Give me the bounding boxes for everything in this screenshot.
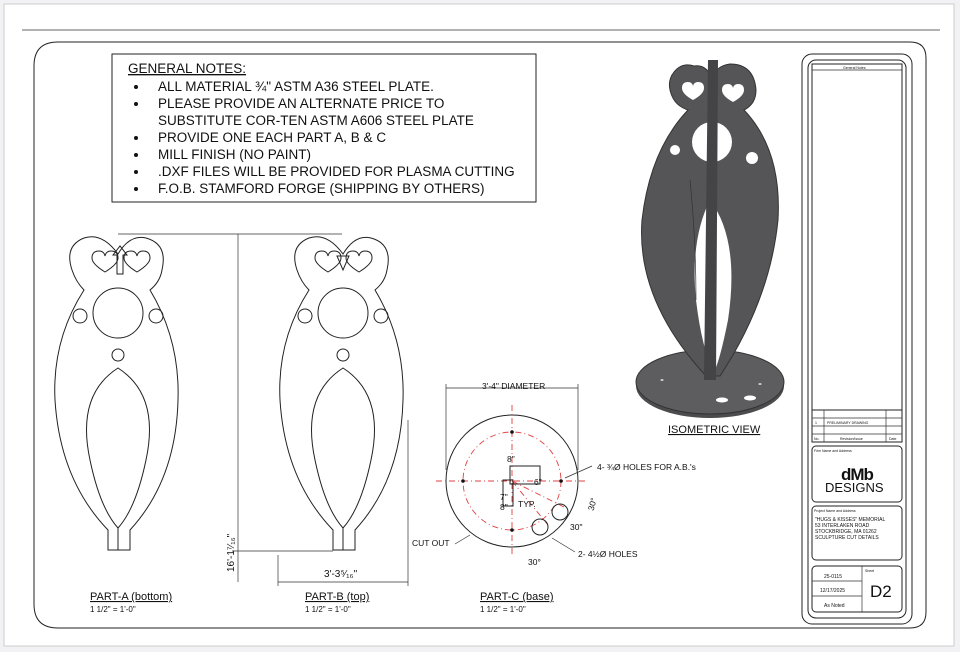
note-item: MILL FINISH (NO PAINT) (158, 147, 311, 162)
part-c-label: PART-C (base) (480, 591, 554, 603)
drawing-date: 12/17/2025 (820, 588, 845, 594)
cut-out-note: CUT OUT (412, 538, 450, 548)
rev-col: Revision/Issue (840, 437, 863, 441)
part-a-scale: 1 1/2" = 1'-0" (90, 605, 136, 614)
slot-cutout (509, 465, 541, 485)
holes-large-note: 2- 4½Ø HOLES (578, 549, 638, 559)
note-item: SUBSTITUTE COR-TEN ASTM A606 STEEL PLATE (158, 113, 474, 128)
isometric-label: ISOMETRIC VIEW (668, 424, 761, 436)
part-c-scale: 1 1/2" = 1'-0" (480, 605, 526, 614)
note-item: ALL MATERIAL ¾" ASTM A36 STEEL PLATE. (158, 79, 434, 94)
large-hole (531, 518, 549, 536)
part-b-height-dim: 16'-1⁷⁄₁₆" (226, 533, 237, 572)
dim-label: 30" (570, 522, 582, 532)
part-b-width-dim: 3'-3⁵⁄₁₆" (324, 569, 358, 580)
dim-label: 30° (528, 557, 541, 567)
part-b-label: PART-B (top) (305, 591, 369, 603)
dim-label: TYP. (518, 499, 536, 509)
notes-title: GENERAL NOTES: (128, 61, 246, 76)
dim-label: 30° (586, 497, 599, 512)
part-c-diameter: 3'-4" DIAMETER (482, 381, 545, 391)
large-hole (551, 503, 569, 521)
rev-row: 1 (815, 421, 817, 425)
firm-caption: Firm Name and Address (814, 449, 852, 453)
project-line: STOCKBRIDGE, MA 01262 (815, 529, 877, 535)
note-item: PLEASE PROVIDE AN ALTERNATE PRICE TO (158, 96, 444, 111)
logo-bottom: DESIGNS (825, 480, 884, 495)
part-a-outline (54, 236, 179, 551)
project-line: "HUGS & KISSES" MEMORIAL (815, 517, 885, 523)
general-notes: GENERAL NOTES: ALL MATERIAL ¾" ASTM A36 … (111, 53, 537, 203)
drawing-scale: As Noted (824, 603, 845, 609)
dim-label: 8" (507, 454, 515, 464)
rev-row: PRELIMINARY DRAWING (827, 421, 869, 425)
dim-label: 8" (500, 502, 508, 512)
paper (3, 3, 955, 647)
note-item: PROVIDE ONE EACH PART A, B & C (158, 130, 386, 145)
rev-col: No. (814, 437, 819, 441)
note-item: .DXF FILES WILL BE PROVIDED FOR PLASMA C… (158, 164, 515, 179)
sheet-caption: Sheet (865, 569, 874, 573)
tb-header: General Notes (843, 66, 866, 70)
note-item: F.O.B. STAMFORD FORGE (SHIPPING BY OTHER… (158, 181, 485, 196)
part-b-scale: 1 1/2" = 1'-0" (305, 605, 351, 614)
isometric-view: ISOMETRIC VIEW (635, 60, 785, 436)
project-line: 53 INTERLAKEN ROAD (815, 523, 870, 529)
part-b-dimensions: 3'-3⁵⁄₁₆" 16'-1⁷⁄₁₆" (118, 233, 409, 586)
rev-col: Date (889, 437, 896, 441)
part-a-label: PART-A (bottom) (90, 591, 172, 603)
title-block: General Notes 1 PRELIMINARY DRAWING No. … (801, 53, 913, 625)
slot-cutout (502, 479, 514, 507)
sheet-border (33, 41, 927, 629)
dim-label: 7" (500, 492, 508, 502)
part-b-outline (279, 236, 404, 551)
dim-label: 6" (534, 477, 542, 487)
project-caption: Project Name and Address (814, 509, 856, 513)
part-c-base: 3'-4" DIAMETER 8" 6" 7" 8" TYP. 30° 30" … (412, 381, 696, 567)
holes-ab-note: 4- ¾Ø HOLES FOR A.B.'s (597, 462, 696, 472)
project-line: SCULPTURE CUT DETAILS (815, 535, 879, 541)
project-number: 25-0115 (824, 574, 842, 580)
logo-top: dMb (841, 465, 874, 484)
sheet-number: D2 (870, 582, 892, 601)
